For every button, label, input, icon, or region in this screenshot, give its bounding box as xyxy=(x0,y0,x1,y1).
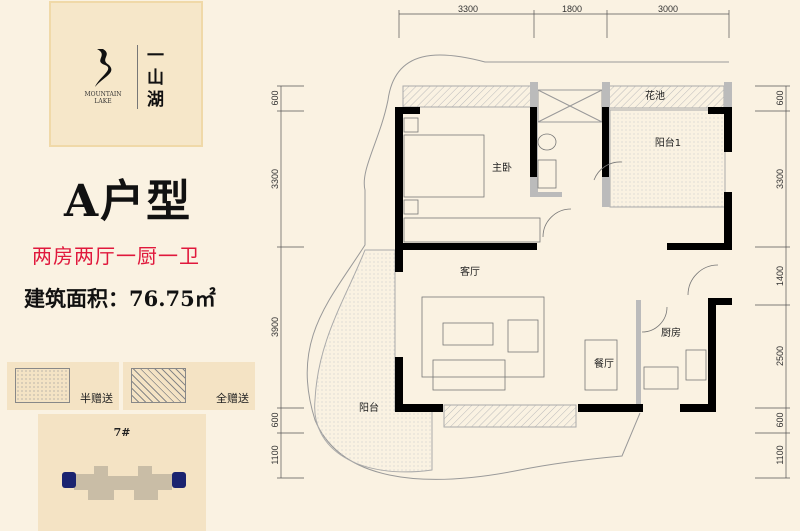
balcony-area xyxy=(314,249,433,473)
nightstand xyxy=(403,199,419,215)
room-label-balcony1: 阳台1 xyxy=(655,136,681,149)
room-label-kitchen: 厨房 xyxy=(661,326,681,339)
dim-left-label: 600 xyxy=(270,90,280,105)
logo-divider xyxy=(137,45,138,109)
building-key-plan: 7# xyxy=(38,414,206,531)
unit-type-title: A户型 xyxy=(64,176,193,227)
unit-highlight xyxy=(172,472,186,488)
hatch-pattern-swatch xyxy=(131,368,186,403)
dim-top-label: 1800 xyxy=(562,4,582,14)
dim-right-label: 1100 xyxy=(775,445,785,464)
dim-right-label: 3300 xyxy=(775,169,785,189)
building-number: 7# xyxy=(113,426,131,439)
flower-bed-top-left xyxy=(402,85,532,108)
dim-right-label: 600 xyxy=(775,412,785,427)
dim-left-label: 1100 xyxy=(270,445,280,464)
sink xyxy=(537,159,557,189)
kitchen-sink xyxy=(643,366,679,390)
nightstand xyxy=(403,117,419,133)
room-label-balcony: 阳台 xyxy=(359,401,379,414)
dim-right-label: 2500 xyxy=(775,346,785,366)
key-plan-diagram xyxy=(62,466,186,500)
dim-left-label: 600 xyxy=(270,412,280,427)
room-label-master-bedroom: 主卧 xyxy=(492,161,512,174)
bay-window xyxy=(443,404,577,428)
dim-right-label: 1400 xyxy=(775,266,785,286)
room-label-dining-room: 餐厅 xyxy=(594,357,614,370)
bed xyxy=(403,134,485,198)
legend-label: 全赠送 xyxy=(216,392,249,405)
dim-left-label: 3900 xyxy=(270,317,280,337)
dim-right-label: 600 xyxy=(775,90,785,105)
armchair xyxy=(507,319,539,353)
balcony1-area xyxy=(609,109,726,208)
dining-table xyxy=(584,339,618,391)
structural-walls xyxy=(395,107,732,412)
dimension-lines xyxy=(277,10,790,479)
dim-left-label: 3300 xyxy=(270,169,280,189)
dim-top-label: 3000 xyxy=(658,4,678,14)
legend-label: 半赠送 xyxy=(80,392,113,405)
wardrobe xyxy=(403,217,541,243)
logo-swirl-icon xyxy=(95,49,112,87)
unit-highlight xyxy=(62,472,76,488)
legend-full-gift: 全赠送 xyxy=(123,362,255,410)
door-swing xyxy=(542,208,572,238)
logo-text-cn: 一山湖 xyxy=(147,46,164,110)
furniture xyxy=(403,117,719,391)
room-label-flower-bed: 花池 xyxy=(645,89,665,102)
dim-top-label: 3300 xyxy=(458,4,478,14)
stove xyxy=(685,349,707,381)
legend-half-gift: 半赠送 xyxy=(7,362,119,410)
dots-pattern-swatch xyxy=(15,368,70,403)
rug xyxy=(421,296,545,378)
layout-summary: 两房两厅一厨一卫 xyxy=(32,244,200,268)
toilet xyxy=(537,133,557,151)
building-area: 建筑面积：76.75㎡ xyxy=(24,286,216,311)
coffee-table xyxy=(442,322,494,346)
room-label-living-room: 客厅 xyxy=(460,265,480,278)
flower-bed xyxy=(608,85,725,109)
sofa xyxy=(432,359,506,391)
landscape-outline xyxy=(306,54,729,480)
shaft xyxy=(537,89,603,123)
